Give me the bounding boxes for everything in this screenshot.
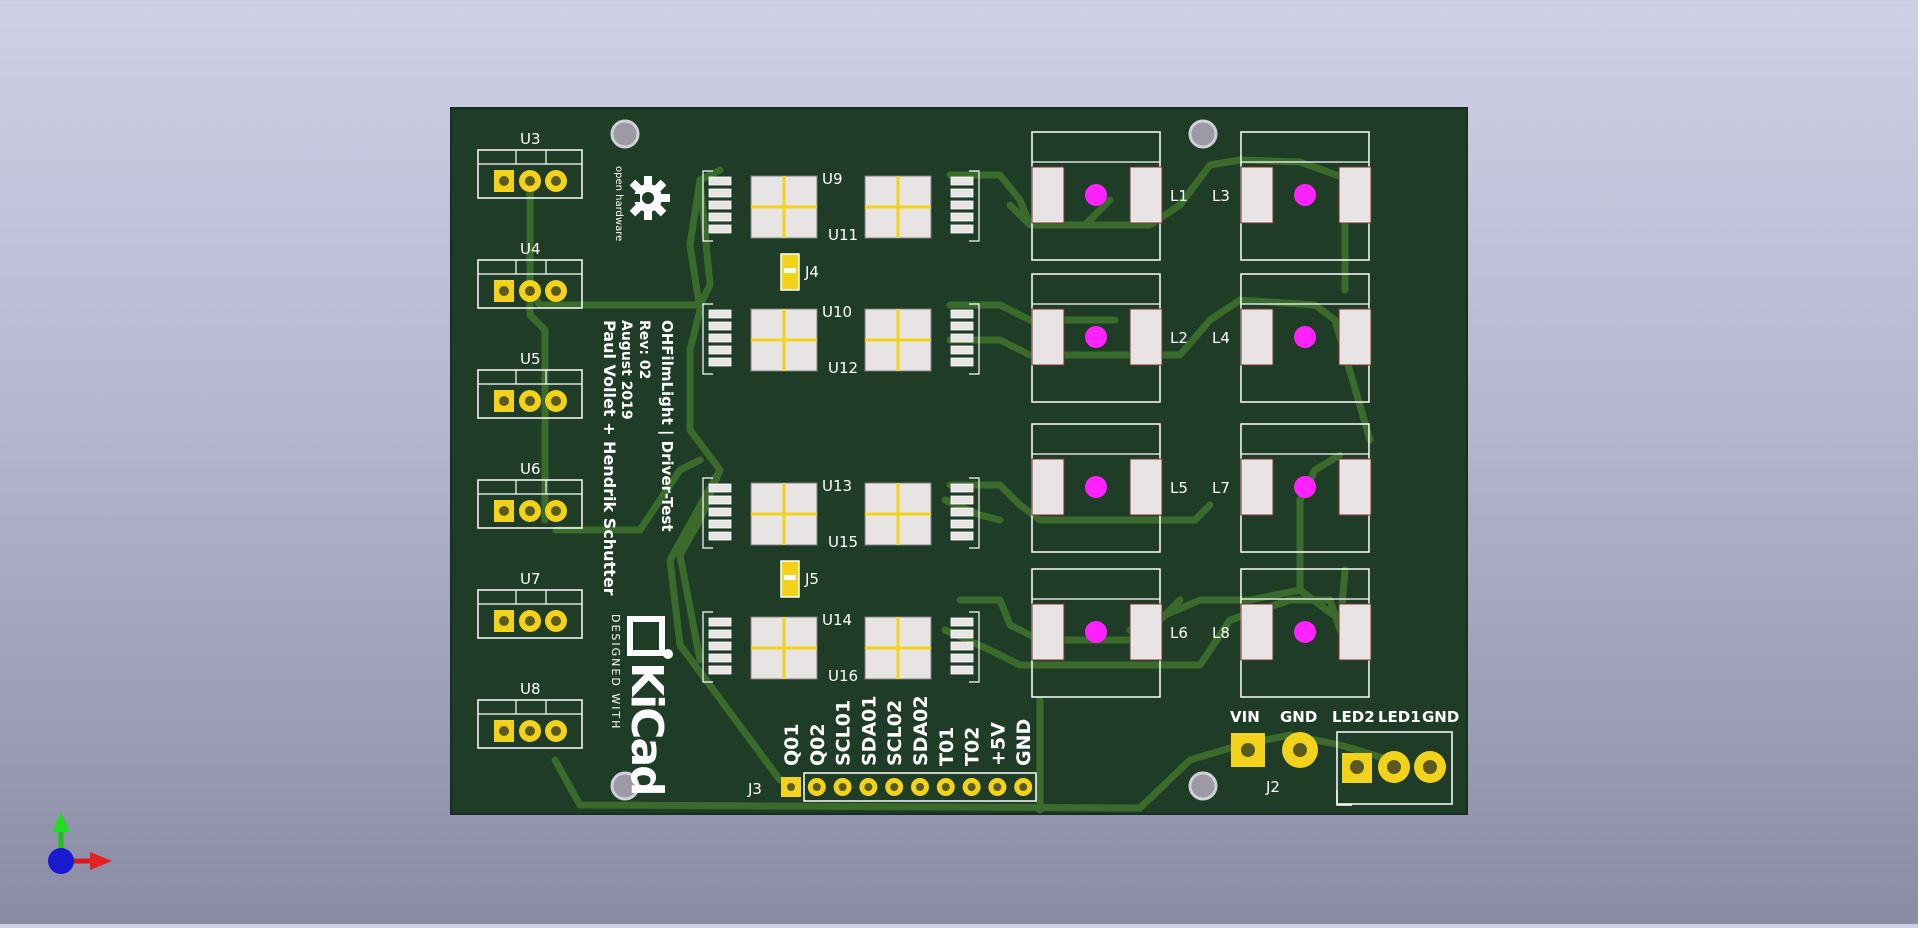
j1-pin-led2: LED2: [1332, 708, 1375, 726]
header-label: U3: [520, 130, 541, 148]
open-hardware-text: open hardware: [613, 166, 624, 241]
led-row: L2 L4: [1031, 273, 1372, 403]
y-axis-arrow-icon: [52, 812, 70, 832]
mounting-holes: [610, 119, 1218, 801]
header-label: U7: [520, 570, 541, 588]
j3-pin-label: GND: [1013, 719, 1035, 766]
led-row: L5 L7: [1031, 423, 1372, 553]
header-label: U5: [520, 350, 541, 368]
header-u7[interactable]: U7: [477, 570, 583, 639]
led-row: L6 L8: [1031, 568, 1372, 698]
header-u4[interactable]: U4: [477, 240, 583, 309]
j2-pin-gnd: GND: [1280, 708, 1317, 726]
j3-pin-label: SCL01: [833, 700, 855, 766]
driver-right-label: U15: [828, 533, 858, 551]
j3-pin-label: T01: [936, 727, 958, 766]
header-u5[interactable]: U5: [477, 350, 583, 419]
driver-left-label: U9: [822, 170, 843, 188]
j2-connector[interactable]: VIN GND J2: [1230, 708, 1318, 796]
jumper-j4[interactable]: J4: [780, 253, 819, 291]
driver-right-label: U16: [828, 667, 858, 685]
header-u6[interactable]: U6: [477, 460, 583, 529]
j1-pin-gnd: GND: [1422, 708, 1459, 726]
title-line: Paul Vollet + Hendrik Schutter: [600, 320, 619, 596]
designed-with-text: DESIGNED WITH: [609, 614, 622, 730]
title-line: Rev: 02: [636, 320, 652, 379]
header-label: U4: [520, 240, 541, 258]
j3-pin-label: T02: [962, 727, 984, 766]
j3-pin-label: SCL02: [884, 700, 906, 766]
led-label: L2: [1170, 329, 1188, 347]
z-axis-dot-icon: [48, 848, 74, 874]
led-label: L7: [1212, 479, 1230, 497]
kicad-logo-mark: [627, 616, 673, 659]
jumper-j5[interactable]: J5: [780, 560, 819, 598]
header-u8[interactable]: U8: [477, 680, 583, 749]
title-line: August 2019: [618, 320, 634, 420]
jumper-label: J4: [804, 263, 819, 281]
led-label: L5: [1170, 479, 1188, 497]
driver-left-label: U13: [822, 477, 852, 495]
jumper-label: J5: [804, 570, 819, 588]
driver-left-label: U14: [822, 611, 852, 629]
kicad-brand-text: KiCad: [621, 662, 672, 795]
j3-pin-label: Q01: [781, 723, 803, 766]
led-label: L1: [1170, 187, 1188, 205]
title-line: OHFilmLight | Driver-Test: [657, 320, 676, 532]
header-label: U6: [520, 460, 541, 478]
led-row: L1 L3: [1031, 131, 1372, 261]
j3-ref: J3: [747, 780, 762, 798]
j1-pin-led1: LED1: [1378, 708, 1421, 726]
j2-pin-vin: VIN: [1230, 708, 1260, 726]
j1-connector[interactable]: LED2 LED1 GND: [1332, 708, 1459, 806]
j3-pin-label: +5V: [987, 722, 1009, 766]
header-u3[interactable]: U3: [477, 130, 583, 199]
driver-right-label: U12: [828, 359, 858, 377]
driver-left-label: U10: [822, 303, 852, 321]
led-label: L8: [1212, 624, 1230, 642]
driver-right-label: U11: [828, 226, 858, 244]
header-label: U8: [520, 680, 541, 698]
axis-gizmo[interactable]: [48, 812, 112, 874]
led-label: L6: [1170, 624, 1188, 642]
led-label: L4: [1212, 329, 1230, 347]
j3-pin-label: SDA02: [910, 695, 932, 766]
open-hardware-logo: [626, 176, 670, 220]
j3-pin-label: Q02: [807, 723, 829, 766]
x-axis-arrow-icon: [90, 852, 112, 870]
led-label: L3: [1212, 187, 1230, 205]
j2-ref: J2: [1265, 778, 1280, 796]
j3-pin-label: SDA01: [858, 695, 880, 766]
